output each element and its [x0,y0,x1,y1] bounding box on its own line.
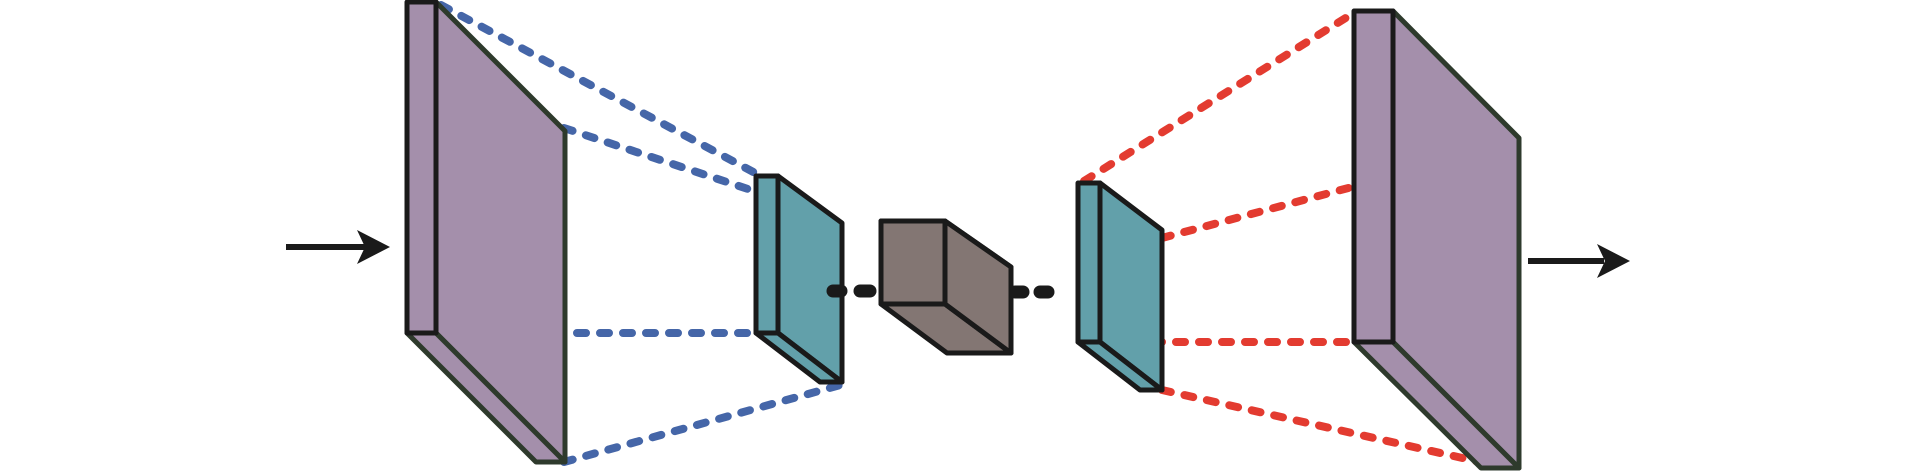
latent-cube [878,218,1014,356]
decoder-line-bottom-back [1158,386,1484,466]
input-arrow-head [357,230,390,264]
input-arrow-icon [286,230,390,264]
output-layer-front [1351,8,1396,345]
input-layer-side [433,0,568,465]
decoder-bottleneck-layer [1075,180,1165,393]
encoder-bottleneck-front [753,173,781,336]
output-arrow-head [1597,244,1630,278]
latent-cube-front [878,218,948,307]
encoder-line-top-back [560,124,761,196]
output-layer [1351,8,1522,471]
encoder-bottleneck-layer [753,173,845,385]
encoder-projection [412,1,848,466]
input-layer-front [404,0,439,336]
output-arrow-icon [1528,244,1630,278]
decoder-line-top-back [1158,183,1356,242]
input-layer [404,0,568,465]
decoder-bottleneck-front [1075,180,1103,345]
encoder-line-top-front [437,1,761,178]
encoder-line-bottom-back [560,380,848,466]
decoder-line-top-front [1080,10,1356,185]
